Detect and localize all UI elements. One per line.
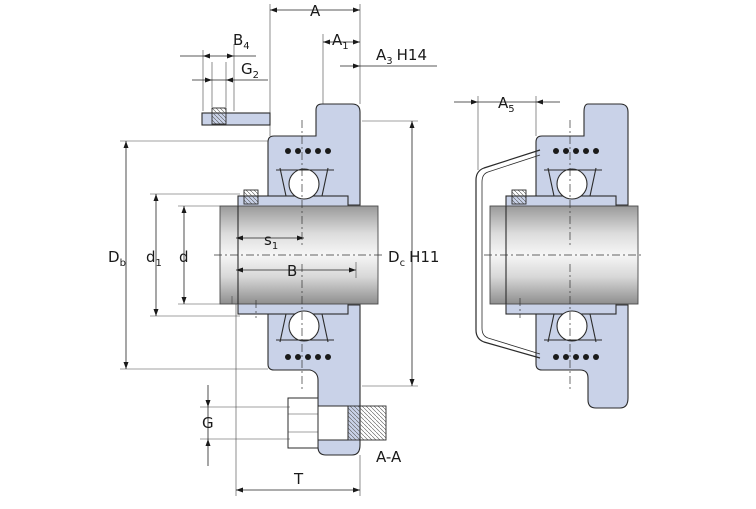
set-screw [243,189,259,205]
label-A1: A1 [332,31,349,52]
label-G: G [202,414,214,432]
lube-dots-lower [285,354,331,360]
label-s1: s1 [264,231,278,252]
bolt [287,397,387,449]
label-d1: d1 [146,248,162,269]
ball-upper [288,168,320,200]
alternate-view [454,96,644,409]
label-Db: Db [108,248,126,269]
label-A: A [310,2,321,20]
label-B4: B4 [233,31,250,52]
insert-detail [180,44,271,126]
label-B: B [287,262,297,280]
main-section-view [120,4,437,496]
ball-lower [288,310,320,342]
label-A5: A5 [498,94,515,115]
end-cap [475,149,541,359]
label-section: A-A [376,448,402,466]
label-d: d [179,248,189,266]
lube-dots-upper [285,148,331,154]
label-G2: G2 [241,60,259,81]
label-T: T [293,470,304,488]
